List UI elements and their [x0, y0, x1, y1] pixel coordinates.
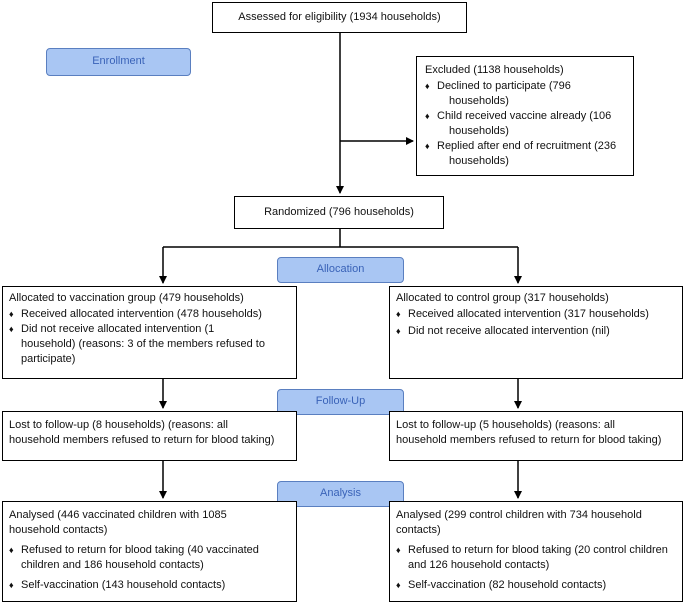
stage-label-followup: Follow-Up	[277, 389, 404, 415]
control-followup-box: Lost to follow-up (5 households) (reason…	[389, 411, 683, 461]
assessed-text: Assessed for eligibility (1934 household…	[238, 11, 441, 23]
vaccination-allocation-item-line: participate)	[21, 353, 76, 365]
control-allocation-item-line: Did not receive allocated intervention (…	[408, 325, 610, 337]
excluded-item: ♦ Replied after end of recruitment (236 …	[425, 139, 625, 169]
control-analysis-box: Analysed (299 control children with 734 …	[389, 501, 683, 602]
stage-label-analysis: Analysis	[277, 481, 404, 507]
assessed-box: Assessed for eligibility (1934 household…	[212, 2, 467, 33]
excluded-item: ♦ Child received vaccine already (106 ho…	[425, 109, 625, 139]
excluded-header: Excluded (1138 households)	[425, 64, 564, 76]
vaccination-followup-line: household members refused to return for …	[9, 434, 275, 446]
excluded-item-line: Declined to participate (796	[437, 80, 571, 92]
control-analysis-item: ♦ Refused to return for blood taking (20…	[396, 543, 676, 573]
vaccination-analysis-item-line: Refused to return for blood taking (40 v…	[21, 544, 259, 556]
control-allocation-header: Allocated to control group (317 househol…	[396, 292, 609, 304]
vaccination-allocation-item-line: Received allocated intervention (478 hou…	[21, 308, 262, 320]
bullet-diamond-icon: ♦	[425, 81, 430, 91]
bullet-diamond-icon: ♦	[9, 324, 14, 334]
control-followup-line: household members refused to return for …	[396, 434, 662, 446]
control-analysis-item-line: and 126 household contacts)	[408, 559, 550, 571]
vaccination-analysis-header-line: Analysed (446 vaccinated children with 1…	[9, 509, 227, 521]
vaccination-analysis-item: ♦ Refused to return for blood taking (40…	[9, 543, 290, 573]
vaccination-analysis-box: Analysed (446 vaccinated children with 1…	[2, 501, 297, 602]
control-analysis-item-line: Refused to return for blood taking (20 c…	[408, 544, 668, 556]
excluded-item: ♦ Declined to participate (796 household…	[425, 79, 625, 109]
vaccination-allocation-box: Allocated to vaccination group (479 hous…	[2, 286, 297, 379]
excluded-item-line: households)	[449, 155, 509, 167]
vaccination-analysis-item: ♦ Self-vaccination (143 household contac…	[9, 578, 290, 593]
randomized-box: Randomized (796 households)	[234, 196, 444, 229]
vaccination-analysis-item-line: children and 186 household contacts)	[21, 559, 204, 571]
stage-label-allocation: Allocation	[277, 257, 404, 283]
bullet-diamond-icon: ♦	[396, 326, 401, 336]
randomized-text: Randomized (796 households)	[264, 206, 414, 218]
vaccination-allocation-header: Allocated to vaccination group (479 hous…	[9, 292, 244, 304]
vaccination-allocation-item: ♦ Received allocated intervention (478 h…	[9, 307, 290, 322]
excluded-item-line: households)	[449, 95, 509, 107]
bullet-diamond-icon: ♦	[396, 309, 401, 319]
vaccination-analysis-item-line: Self-vaccination (143 household contacts…	[21, 579, 226, 591]
control-followup-line: Lost to follow-up (5 households) (reason…	[396, 419, 615, 431]
excluded-box: Excluded (1138 households) ♦ Declined to…	[416, 56, 634, 176]
bullet-diamond-icon: ♦	[9, 309, 14, 319]
bullet-diamond-icon: ♦	[425, 111, 430, 121]
vaccination-followup-line: Lost to follow-up (8 households) (reason…	[9, 419, 228, 431]
control-allocation-item: ♦ Did not receive allocated intervention…	[396, 324, 676, 339]
excluded-item-line: Replied after end of recruitment (236	[437, 140, 617, 152]
stage-label-enrollment: Enrollment	[46, 48, 191, 76]
control-allocation-item-line: Received allocated intervention (317 hou…	[408, 308, 649, 320]
bullet-diamond-icon: ♦	[396, 580, 401, 590]
bullet-diamond-icon: ♦	[396, 545, 401, 555]
control-allocation-item: ♦ Received allocated intervention (317 h…	[396, 307, 676, 322]
bullet-diamond-icon: ♦	[425, 141, 430, 151]
control-analysis-header-line: Analysed (299 control children with 734 …	[396, 509, 642, 521]
bullet-diamond-icon: ♦	[9, 580, 14, 590]
vaccination-followup-box: Lost to follow-up (8 households) (reason…	[2, 411, 297, 461]
control-allocation-box: Allocated to control group (317 househol…	[389, 286, 683, 379]
vaccination-allocation-item: ♦ Did not receive allocated intervention…	[9, 322, 290, 367]
excluded-item-line: Child received vaccine already (106	[437, 110, 612, 122]
control-analysis-header-line: contacts)	[396, 524, 441, 536]
vaccination-analysis-header-line: household contacts)	[9, 524, 108, 536]
bullet-diamond-icon: ♦	[9, 545, 14, 555]
control-analysis-item: ♦ Self-vaccination (82 household contact…	[396, 578, 676, 593]
vaccination-allocation-item-line: Did not receive allocated intervention (…	[21, 323, 215, 335]
control-analysis-item-line: Self-vaccination (82 household contacts)	[408, 579, 607, 591]
excluded-item-line: households)	[449, 125, 509, 137]
vaccination-allocation-item-line: household) (reasons: 3 of the members re…	[21, 338, 265, 350]
